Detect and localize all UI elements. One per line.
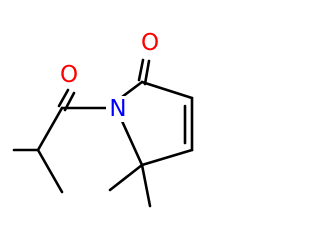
bond-nitrogen-c2 — [120, 80, 144, 99]
bond-isopropyl-carbonyl — [36, 106, 64, 152]
oxygen-amide-label: O — [141, 30, 159, 56]
atom-label-nitrogen: N — [106, 96, 130, 122]
bonds — [12, 58, 194, 208]
nitrogen-label: N — [109, 96, 126, 122]
bond-gem-methyl-right — [140, 163, 152, 208]
atom-label-amide-oxygen: O — [139, 30, 161, 56]
molecule-structure: O O N — [12, 30, 194, 208]
bond-c2-c3 — [140, 80, 194, 100]
bond-c5-nitrogen — [120, 119, 144, 167]
bond-c4-c5 — [140, 148, 194, 167]
bond-amide-double-a — [137, 58, 145, 82]
oxygen-ketone-label: O — [60, 62, 78, 88]
bond-gem-methyl-left — [108, 163, 144, 192]
bond-ketone-double-a — [57, 88, 70, 108]
bond-amide-double-b — [143, 59, 151, 86]
bond-methyl-lower — [36, 148, 64, 194]
atom-label-ketone-oxygen: O — [58, 62, 80, 88]
